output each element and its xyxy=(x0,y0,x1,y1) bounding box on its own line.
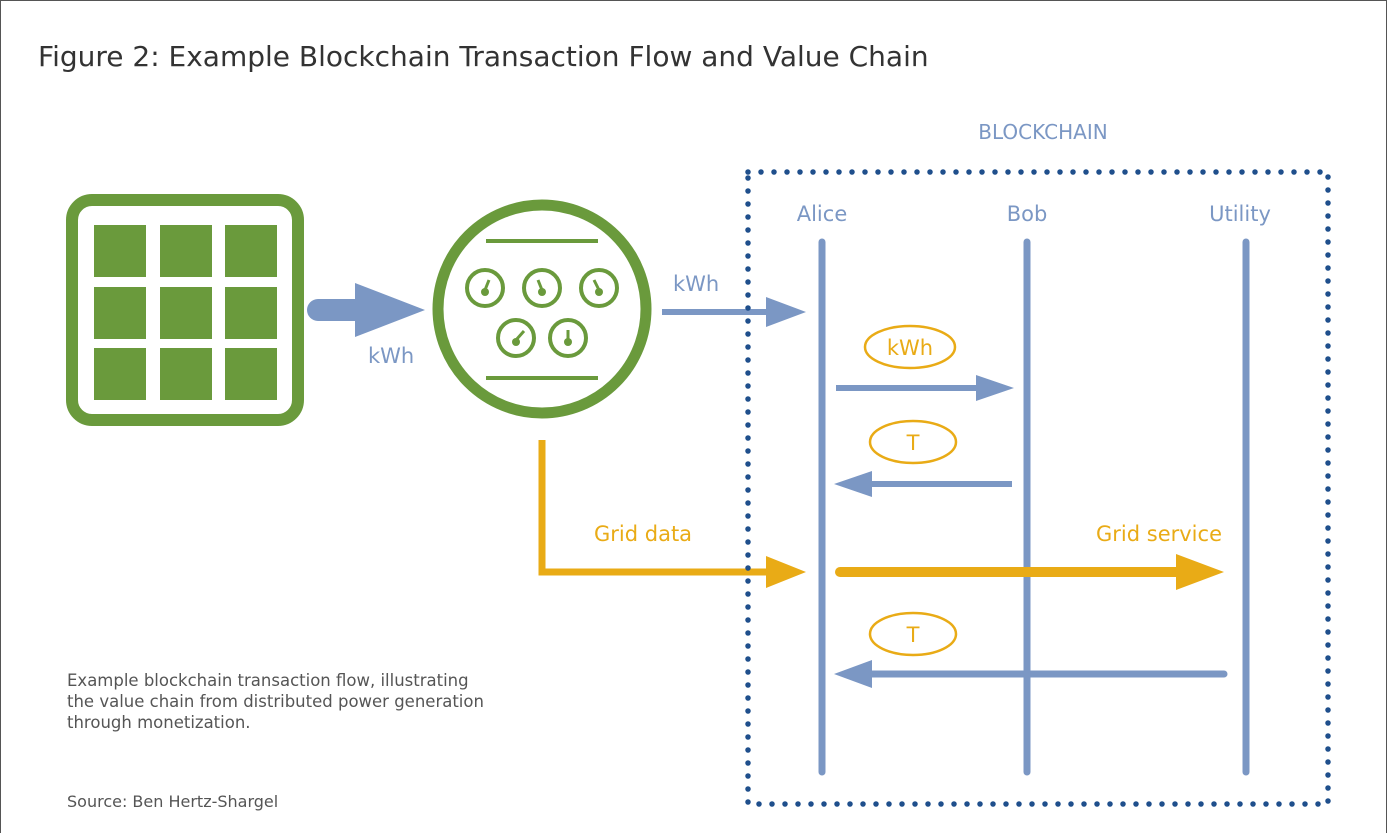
t-token-label-bob: T xyxy=(906,431,920,455)
grid-data-label: Grid data xyxy=(594,522,692,546)
t-token-badge-bob xyxy=(868,419,958,465)
figure-source: Source: Ben Hertz-Shargel xyxy=(67,792,279,811)
figure-title: Figure 2: Example Blockchain Transaction… xyxy=(38,40,929,73)
blockchain-label: BLOCKCHAIN xyxy=(978,120,1107,144)
grid-data-arrow xyxy=(538,440,806,588)
bob-to-alice-arrow xyxy=(834,471,1012,497)
kwh-token-badge xyxy=(863,324,957,370)
grid-service-arrow xyxy=(835,554,1224,590)
panel-to-meter-arrow xyxy=(307,283,425,337)
smart-meter-icon xyxy=(432,199,652,419)
kwh-token-label: kWh xyxy=(887,336,933,360)
participant-utility: Utility xyxy=(1209,202,1271,226)
panel-to-meter-label: kWh xyxy=(368,344,414,368)
participant-alice: Alice xyxy=(797,202,848,226)
utility-to-alice-arrow xyxy=(834,660,1228,688)
meter-to-alice-label: kWh xyxy=(673,272,719,296)
t-token-badge-utility xyxy=(868,611,958,657)
grid-service-label: Grid service xyxy=(1096,522,1222,546)
alice-to-bob-arrow xyxy=(836,375,1014,401)
participant-bob: Bob xyxy=(1007,202,1048,226)
t-token-label-utility: T xyxy=(906,623,920,647)
meter-to-alice-arrow xyxy=(662,297,806,327)
figure-caption: Example blockchain transaction flow, ill… xyxy=(67,671,484,732)
solar-panel-icon xyxy=(66,194,304,426)
blockchain-boundary xyxy=(745,169,1331,807)
